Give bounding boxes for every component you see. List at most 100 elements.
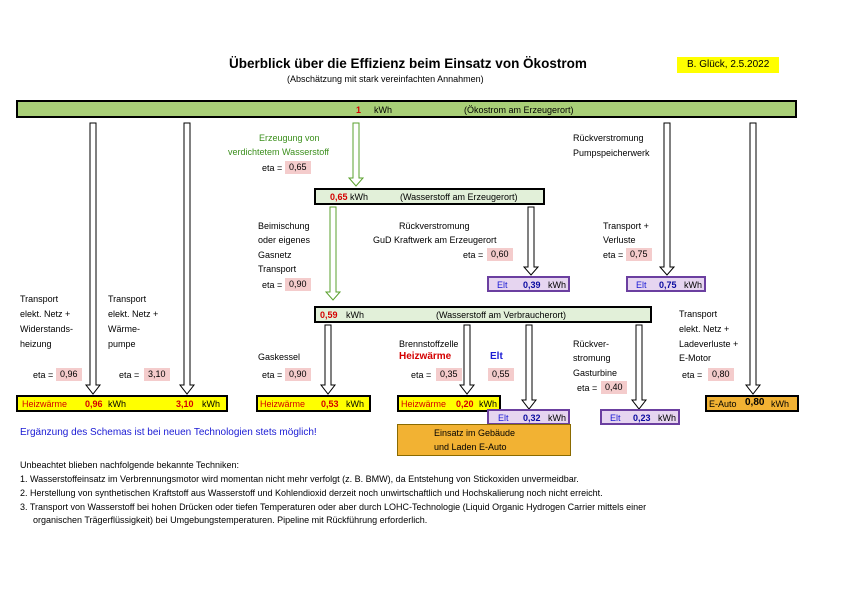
result-elt-gt: Elt 0,23 kWh xyxy=(600,409,680,425)
arrow-fc-heat xyxy=(458,324,476,395)
blend-eta-label: eta = xyxy=(262,280,283,290)
resistance-line4: heizung xyxy=(20,339,52,349)
page-title: Überblick über die Effizienz beim Einsat… xyxy=(229,56,587,71)
ecar-line4: E-Motor xyxy=(679,353,712,363)
gasturbine-eta-label: eta = xyxy=(577,383,598,393)
resistance-eta-label: eta = xyxy=(33,370,54,380)
gasturbine-line2: stromung xyxy=(573,353,611,363)
result-heat3-unit: kWh xyxy=(479,399,497,409)
fuelcell-line1: Brennstoffzelle xyxy=(399,339,459,349)
fuelcell-eta-elt: 0,55 xyxy=(488,368,514,381)
h2-source-unit: kWh xyxy=(350,192,368,202)
arrow-fc-elt xyxy=(520,324,538,410)
gud-line1: Rückverstromung xyxy=(399,221,470,231)
arrow-gud xyxy=(522,206,540,276)
author-badge: B. Glück, 2.5.2022 xyxy=(677,57,780,73)
result-heat1-value2: 3,10 xyxy=(176,399,194,409)
footnote-3: 3. Transport von Wasserstoff bei hohen D… xyxy=(20,502,647,512)
top-bar-label: (Ökostrom am Erzeugerort) xyxy=(464,105,574,115)
blend-line4: Transport xyxy=(258,264,297,274)
result-heat3: Heizwärme 0,20 kWh xyxy=(397,395,501,412)
electrolysis-eta: 0,65 xyxy=(285,161,311,174)
heatpump-line3: Wärme- xyxy=(108,324,140,334)
fuelcell-elt-label: Elt xyxy=(490,351,503,362)
pumptransport-line2: Verluste xyxy=(603,235,636,245)
ecar-line3: Ladeverluste + xyxy=(679,339,739,349)
resistance-line3: Widerstands- xyxy=(20,324,74,334)
arrow-heatpump xyxy=(178,122,196,395)
result-heat2: Heizwärme 0,53 kWh xyxy=(256,395,371,412)
heatpump-line1: Transport xyxy=(108,294,147,304)
top-bar-value: 1 xyxy=(356,105,362,115)
elt-gud-unit: kWh xyxy=(548,280,566,290)
gasturbine-line3: Gasturbine xyxy=(573,368,618,378)
h2-user-label: (Wasserstoff am Verbraucherort) xyxy=(436,310,567,320)
boiler-line1: Gaskessel xyxy=(258,352,301,362)
pumptransport-eta-label: eta = xyxy=(603,250,624,260)
arrow-pumpstorage xyxy=(658,122,676,276)
footnote-1: 1. Wasserstoffeinsatz im Verbrennungsmot… xyxy=(20,474,579,484)
result-elt-gt-unit: kWh xyxy=(658,413,676,423)
blend-line2: oder eigenes xyxy=(258,235,311,245)
pumptransport-line1: Transport + xyxy=(603,221,649,231)
page-subtitle: (Abschätzung mit stark vereinfachten Ann… xyxy=(287,74,484,84)
gasturbine-line1: Rückver- xyxy=(573,339,610,349)
footnotes-intro: Unbeachtet blieben nachfolgende bekannte… xyxy=(20,460,240,470)
elt-pump-label: Elt xyxy=(636,280,647,290)
blend-line3: Gasnetz xyxy=(258,250,292,260)
result-heat2-unit: kWh xyxy=(346,399,364,409)
gud-eta-label: eta = xyxy=(463,250,484,260)
pumpstorage-line1: Rückverstromung xyxy=(573,133,644,143)
result-elt-gt-value: 0,23 xyxy=(633,413,651,423)
footnote-3-cont: organischen Trägerflüssigkeit) bei Umgeb… xyxy=(33,515,428,525)
top-bar: 1 kWh (Ökostrom am Erzeugerort) xyxy=(16,100,797,118)
usage-box: Einsatz im Gebäude und Laden E-Auto xyxy=(397,424,571,456)
resistance-line2: elekt. Netz + xyxy=(20,309,71,319)
elt-pump-unit: kWh xyxy=(684,280,702,290)
h2-user-value: 0,59 xyxy=(320,310,338,320)
elt-gud-value: 0,39 xyxy=(523,280,541,290)
arrow-resistance xyxy=(84,122,102,395)
heatpump-line2: elekt. Netz + xyxy=(108,309,159,319)
boiler-eta: 0,90 xyxy=(285,368,311,381)
blend-eta: 0,90 xyxy=(285,278,311,291)
resistance-eta: 0,96 xyxy=(56,368,82,381)
result-elt-fc-value: 0,32 xyxy=(523,413,541,423)
gasturbine-eta: 0,40 xyxy=(601,381,627,394)
elt-gud-label: Elt xyxy=(497,280,508,290)
pumpstorage-line2: Pumpspeicherwerk xyxy=(573,148,650,158)
ecar-eta-label: eta = xyxy=(682,370,703,380)
gud-eta: 0,60 xyxy=(487,248,513,261)
result-elt-fc-label: Elt xyxy=(498,413,509,423)
result-heat3-value: 0,20 xyxy=(456,399,474,409)
h2-user-bar: 0,59 kWh (Wasserstoff am Verbraucherort) xyxy=(314,306,652,323)
result-heat2-value: 0,53 xyxy=(321,399,339,409)
h2-source-value: 0,65 xyxy=(330,192,348,202)
elt-gud-box: Elt 0,39 kWh xyxy=(487,276,570,292)
pumptransport-eta: 0,75 xyxy=(626,248,652,261)
result-ecar: E-Auto 0,80 kWh xyxy=(705,395,799,412)
arrow-electrolysis xyxy=(347,122,365,187)
result-heat1-value1: 0,96 xyxy=(85,399,103,409)
fuelcell-eta-label: eta = xyxy=(411,370,432,380)
result-heat1-unit2: kWh xyxy=(202,399,220,409)
arrow-gasturbine xyxy=(630,324,648,410)
elt-pump-value: 0,75 xyxy=(659,280,677,290)
result-elt-fc: Elt 0,32 kWh xyxy=(487,409,570,425)
h2-source-bar: 0,65 kWh (Wasserstoff am Erzeugerort) xyxy=(314,188,545,205)
result-heat3-label: Heizwärme xyxy=(401,399,447,409)
result-ecar-value: 0,80 xyxy=(745,397,765,408)
result-heat1: Heizwärme 0,96 kWh 3,10 kWh xyxy=(16,395,228,412)
result-elt-gt-label: Elt xyxy=(610,413,621,423)
h2-source-label: (Wasserstoff am Erzeugerort) xyxy=(400,192,518,202)
arrow-ecar xyxy=(744,122,762,395)
gud-line2: GuD Kraftwerk am Erzeugerort xyxy=(373,235,497,245)
heatpump-line4: pumpe xyxy=(108,339,136,349)
blend-line1: Beimischung xyxy=(258,221,310,231)
usage-line1: Einsatz im Gebäude xyxy=(434,428,516,438)
heatpump-eta-label: eta = xyxy=(119,370,140,380)
h2-user-unit: kWh xyxy=(346,310,364,320)
ecar-line1: Transport xyxy=(679,309,718,319)
resistance-line1: Transport xyxy=(20,294,59,304)
